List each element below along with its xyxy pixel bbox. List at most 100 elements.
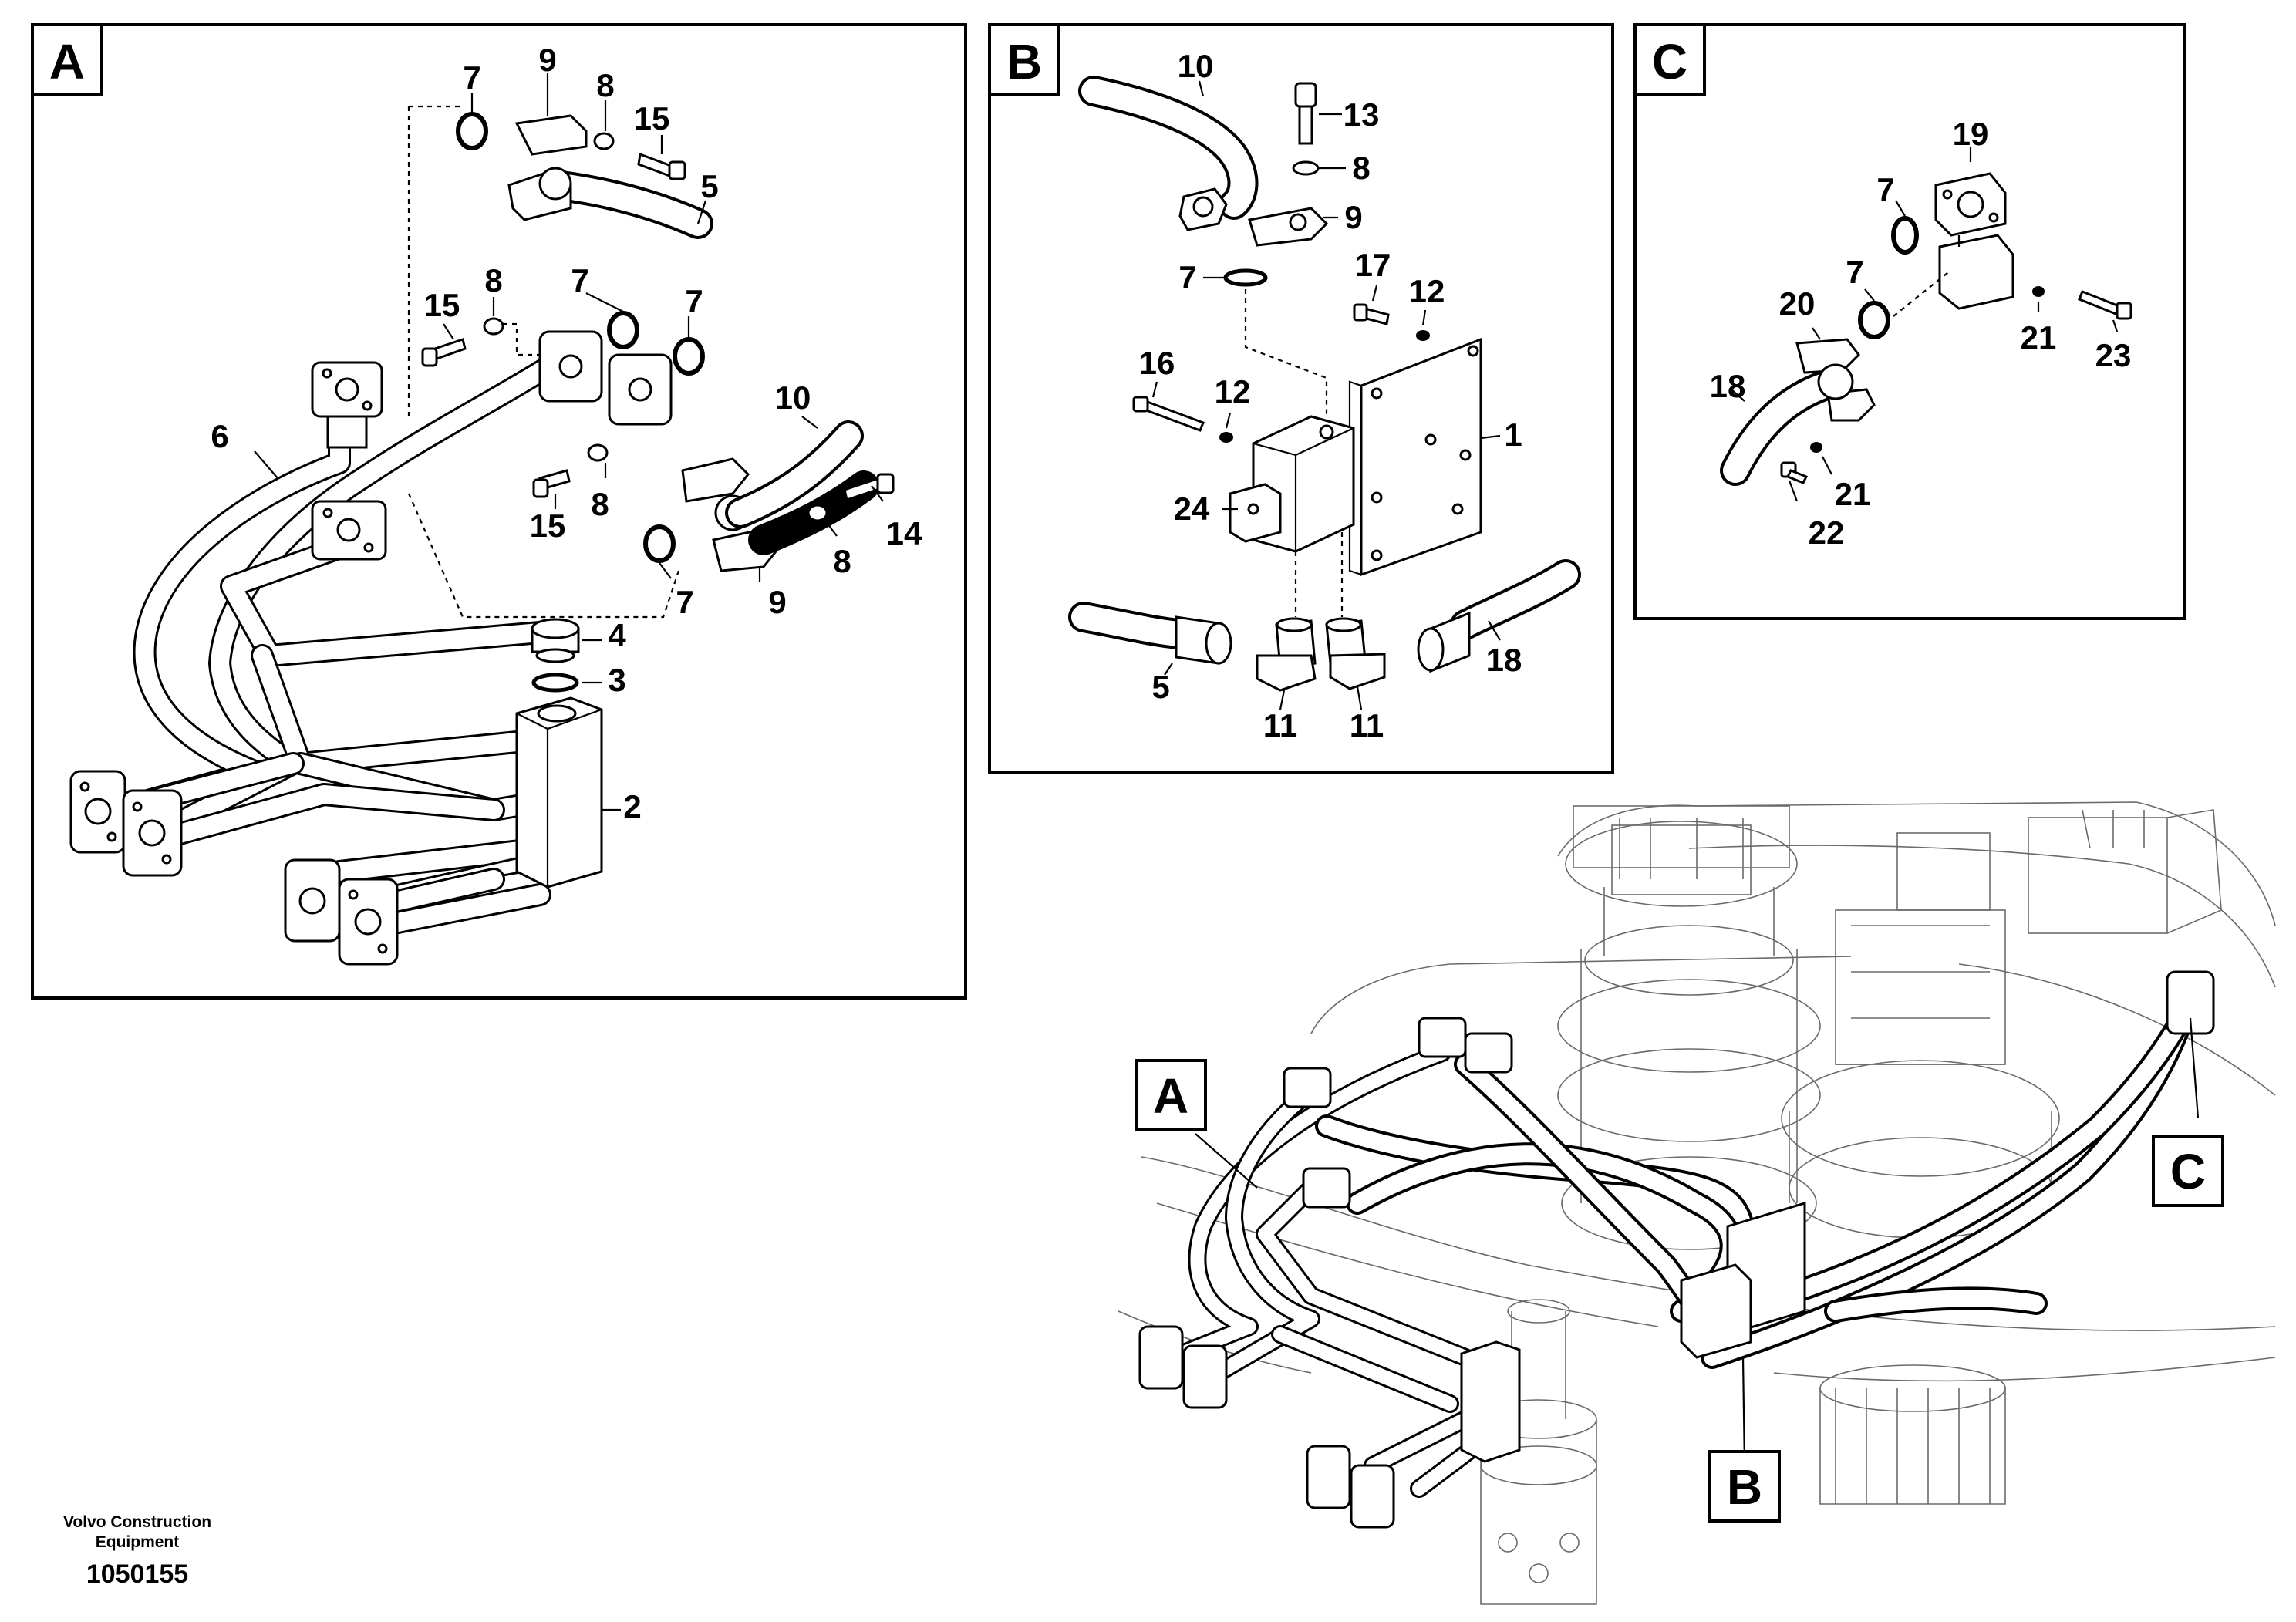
washer-21-low (1810, 442, 1822, 453)
label-a-10: 10 (775, 379, 811, 416)
label-b-24: 24 (1174, 491, 1210, 527)
callout-c-letter: C (2170, 1144, 2206, 1199)
label-a-7-b: 7 (685, 283, 703, 319)
hose-5-panel-b (1068, 602, 1232, 665)
label-a-7-c: 7 (676, 584, 693, 620)
overview-block-2 (1460, 1340, 1521, 1463)
label-a-8-right: 8 (833, 543, 851, 579)
o-ring-3 (531, 673, 579, 693)
overview-pipe-assembly (1163, 976, 2210, 1498)
flange-mid-left (311, 500, 387, 561)
bolt-22 (1780, 461, 1809, 484)
label-a-9-top: 9 (538, 42, 556, 78)
label-b-9: 9 (1344, 199, 1362, 235)
swing-motor-left (1557, 805, 1821, 1250)
brand-line-2: Equipment (96, 1533, 180, 1551)
label-b-13: 13 (1344, 96, 1380, 133)
washer-8-left (483, 317, 504, 336)
o-ring-7-c (643, 524, 676, 563)
o-ring-7-a (607, 311, 639, 349)
flange-top-right-a (538, 330, 603, 403)
end-flange-1 (69, 770, 126, 854)
o-ring-7-b (673, 337, 705, 376)
label-a-15-top: 15 (634, 100, 670, 137)
label-a-5: 5 (700, 168, 718, 204)
label-a-6: 6 (211, 418, 228, 454)
label-c-23: 23 (2095, 337, 2132, 373)
swing-gear (1819, 1364, 2006, 1505)
washer-8-top (593, 132, 615, 150)
overview-flange-4 (1302, 1167, 1351, 1209)
label-a-9-mid: 9 (768, 584, 786, 620)
label-c-18: 18 (1710, 368, 1746, 404)
label-a-7-a: 7 (571, 262, 588, 298)
overview-flange-1 (1418, 1017, 1467, 1058)
overview-valve-plate (1680, 1201, 1806, 1359)
panel-b-letter: B (1006, 34, 1042, 89)
label-a-15-left: 15 (424, 287, 460, 323)
callout-b-box (1708, 1450, 1781, 1523)
label-a-3: 3 (608, 662, 625, 698)
panel-b: B (988, 23, 1614, 774)
overview-drawing: A B C (1118, 801, 2276, 1605)
valve-block-24 (1229, 415, 1355, 553)
flange-top-left (311, 361, 383, 449)
washer-12-mid (1219, 432, 1233, 443)
overview-flange-8 (1350, 1464, 1395, 1529)
label-c-7-top: 7 (1876, 171, 1894, 207)
flange-top-right-b (608, 353, 673, 426)
label-b-17: 17 (1355, 247, 1391, 283)
end-flange-4 (338, 878, 399, 966)
hose-18-panel-b (1417, 559, 1581, 673)
end-flange-3 (284, 858, 341, 943)
bolt-13 (1294, 82, 1317, 145)
swing-motor-right (1781, 909, 2060, 1239)
label-c-21-low: 21 (1835, 476, 1871, 512)
bolt-15-top (637, 152, 686, 180)
callout-a-box (1135, 1059, 1207, 1131)
label-c-19: 19 (1953, 116, 1989, 152)
label-b-7: 7 (1178, 259, 1196, 295)
label-b-16: 16 (1139, 345, 1175, 381)
label-a-7-top: 7 (463, 59, 480, 96)
valve-group-top (1611, 809, 2222, 934)
label-c-21-right: 21 (2021, 319, 2057, 356)
label-b-1: 1 (1504, 416, 1522, 453)
callout-b-letter: B (1727, 1459, 1762, 1515)
label-b-18: 18 (1486, 642, 1522, 678)
panel-a-letter: A (49, 34, 85, 89)
bolt-17 (1353, 303, 1390, 325)
elbow-fitting-11-left (1256, 617, 1317, 692)
label-b-10: 10 (1178, 48, 1214, 84)
washer-8-mid (587, 443, 609, 462)
label-a-8-top: 8 (596, 67, 614, 103)
valve-block-2 (515, 696, 603, 889)
o-ring-7-panel-b (1223, 268, 1268, 287)
overview-flange-5 (1138, 1325, 1184, 1390)
hose-5-upper (507, 114, 713, 239)
flange-block-19 (1934, 172, 2014, 310)
bolt-23 (2078, 290, 2132, 320)
label-a-2: 2 (623, 788, 641, 824)
washer-8-panel-b (1292, 160, 1320, 176)
plug-4 (531, 618, 580, 663)
hose-10-panel-b (1078, 76, 1259, 231)
bolt-16 (1132, 396, 1205, 432)
clamp-9-mid (681, 457, 781, 572)
panel-c-letter: C (1652, 34, 1687, 89)
label-b-11-right: 11 (1350, 707, 1384, 744)
callout-a-letter: A (1153, 1068, 1188, 1124)
o-ring-7-top (456, 112, 488, 150)
panel-a: A (31, 23, 967, 1000)
label-c-20: 20 (1779, 285, 1816, 322)
mounting-plate-1 (1348, 337, 1482, 577)
label-b-8: 8 (1352, 150, 1370, 186)
overview-flange-7 (1306, 1445, 1351, 1509)
label-b-12-top: 12 (1409, 273, 1445, 309)
o-ring-7-c-mid (1858, 301, 1890, 339)
label-a-15-mid: 15 (530, 508, 566, 544)
overview-flange-2 (1464, 1032, 1513, 1074)
bolt-14 (843, 473, 895, 501)
overview-flange-6 (1182, 1344, 1228, 1409)
